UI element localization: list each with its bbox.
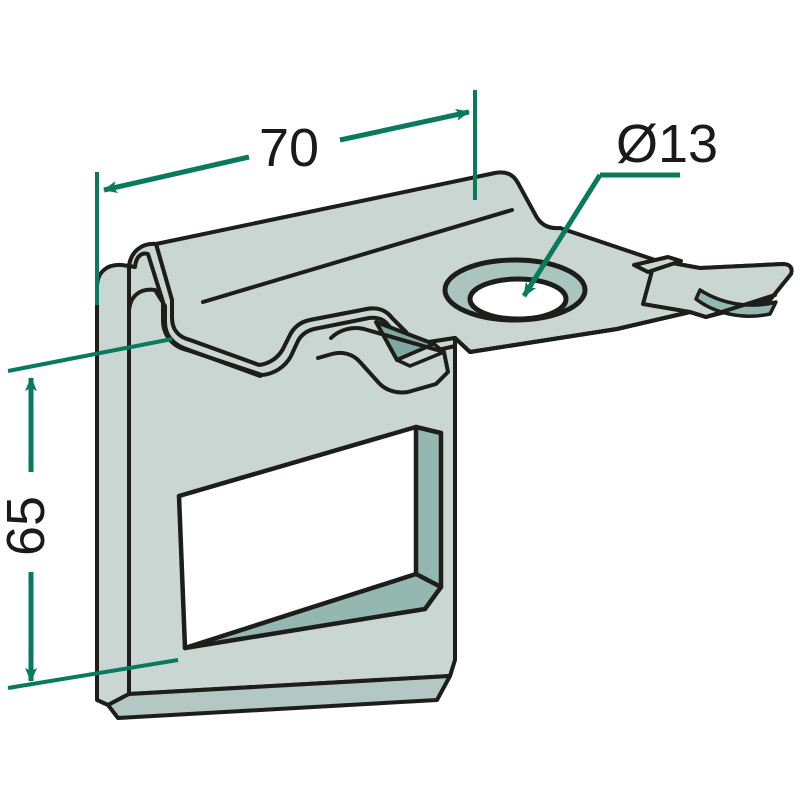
dimension-65-extension-bottom bbox=[7, 658, 179, 690]
hole-bore bbox=[467, 276, 569, 322]
callout-hole-diameter-label: Ø13 bbox=[616, 114, 718, 174]
gusset-recess-outline bbox=[316, 326, 450, 395]
vertical-plate-face bbox=[95, 262, 131, 707]
side-arm-crease bbox=[468, 293, 777, 354]
dimension-65-label: 65 bbox=[0, 496, 56, 556]
dimension-65-extension-top bbox=[7, 337, 173, 373]
top-plate-crease-line bbox=[201, 208, 514, 304]
callout-leader-arrow bbox=[521, 173, 603, 298]
top-plate-lip-inner-curve bbox=[127, 287, 262, 378]
vertical-plate-bottom-edge bbox=[106, 674, 452, 720]
dimension-70-line-right bbox=[339, 108, 470, 143]
callout-hole-diameter: Ø13 bbox=[521, 114, 718, 298]
bracket-part bbox=[95, 170, 794, 720]
dimension-70-line-left bbox=[103, 154, 250, 193]
side-arm-under-shade bbox=[694, 288, 778, 318]
dimension-65: 65 bbox=[0, 337, 179, 690]
dimension-70-label: 70 bbox=[259, 118, 319, 178]
dimension-70: 70 bbox=[95, 90, 477, 305]
window-depth-corner bbox=[413, 571, 444, 590]
side-arm-notch bbox=[632, 255, 683, 274]
